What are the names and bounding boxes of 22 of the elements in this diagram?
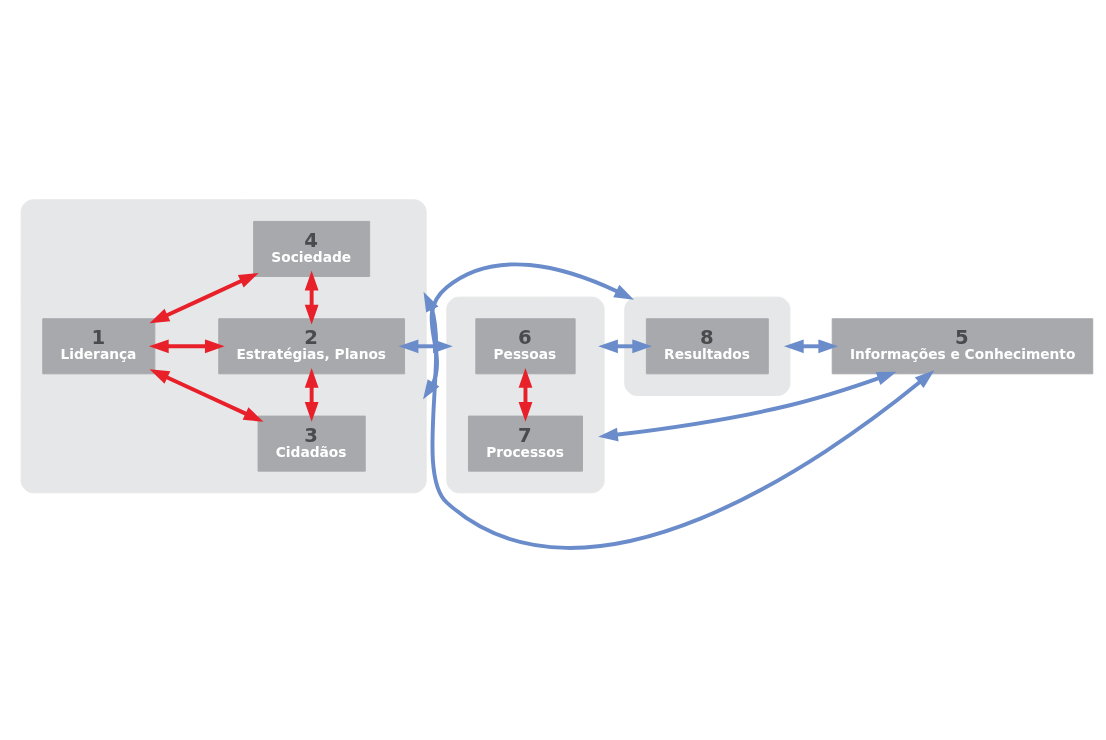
arrow — [598, 339, 652, 354]
arrow — [304, 368, 319, 422]
arrow — [149, 272, 259, 324]
arrow — [518, 368, 533, 422]
arrow — [598, 371, 897, 442]
arrow — [423, 291, 935, 550]
cluster — [20, 199, 427, 494]
node-box: 5 Informações e Conhecimento — [831, 318, 1094, 375]
node-box: 8 Resultados — [645, 318, 769, 375]
node-box: 7 Processos — [467, 415, 583, 472]
arrow — [148, 339, 225, 354]
arrow — [149, 369, 264, 422]
node-box: 2 Estratégias, Planos — [218, 318, 406, 375]
arrow — [784, 339, 839, 354]
cluster — [624, 296, 791, 396]
node-box: 6 Pessoas — [475, 318, 576, 375]
node-box: 4 Sociedade — [253, 220, 371, 277]
cluster — [446, 296, 605, 494]
arrow — [304, 270, 319, 325]
node-box: 1 Liderança — [42, 318, 156, 375]
arrow — [423, 262, 634, 400]
node-box: 3 Cidadãos — [257, 415, 366, 472]
